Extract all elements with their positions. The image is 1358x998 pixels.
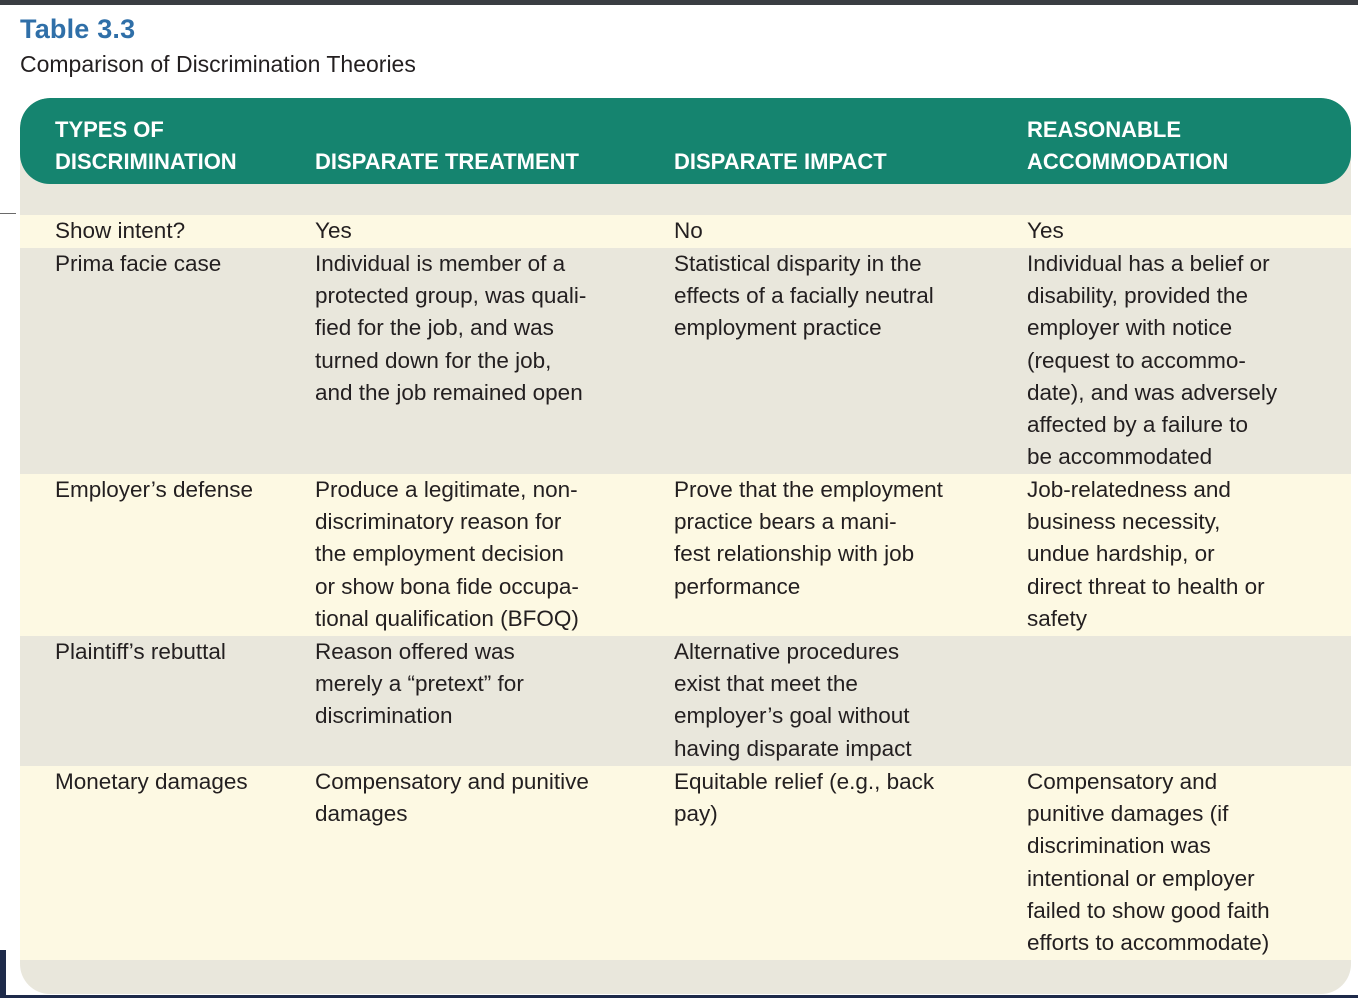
margin-mark	[0, 950, 6, 998]
row-label: Plaintiff’s rebuttal	[55, 639, 226, 664]
header-reasonable-accommodation: REASONABLE ACCOMMODATION	[1027, 117, 1229, 174]
header-disparate-treatment: DISPARATE TREATMENT	[315, 149, 579, 174]
cell-disparate-impact: Prove that the employment practice bears…	[674, 477, 943, 599]
cell-disparate-treatment: Yes	[315, 218, 352, 243]
top-rule	[0, 0, 1358, 5]
table-caption: Comparison of Discrimination Theories	[20, 51, 416, 77]
cell-disparate-impact: Alternative procedures exist that meet t…	[674, 639, 912, 761]
row-label: Employer’s defense	[55, 477, 254, 502]
cell-reasonable-accommodation: Job-relatedness and business necessity, …	[1027, 477, 1265, 631]
cell-disparate-treatment: Produce a legitimate, non- discriminator…	[315, 477, 579, 631]
cell-reasonable-accommodation: Compensatory and punitive damages (if di…	[1027, 769, 1270, 956]
margin-mark	[0, 213, 16, 214]
table-row: Show intent? Yes No Yes	[20, 215, 1351, 248]
cell-disparate-treatment: Reason offered was merely a “pretext” fo…	[315, 639, 524, 729]
header-types-of-discrimination: TYPES OF DISCRIMINATION	[55, 117, 237, 174]
cell-reasonable-accommodation: Individual has a belief or disability, p…	[1027, 251, 1278, 470]
cell-reasonable-accommodation: Yes	[1027, 218, 1064, 243]
row-label: Prima facie case	[55, 251, 222, 276]
table-label: Table 3.3	[20, 14, 136, 44]
comparison-table: TYPES OF DISCRIMINATION DISPARATE TREATM…	[20, 98, 1351, 994]
bottom-rule	[0, 995, 1358, 998]
table-row: Plaintiff’s rebuttal Reason offered was …	[20, 636, 1351, 766]
cell-disparate-treatment: Individual is member of a protected grou…	[315, 251, 587, 405]
table-header: TYPES OF DISCRIMINATION DISPARATE TREATM…	[20, 98, 1351, 184]
cell-disparate-impact: Statistical disparity in the effects of …	[674, 251, 934, 341]
header-disparate-impact: DISPARATE IMPACT	[674, 149, 887, 174]
table-row: Employer’s defense Produce a legitimate,…	[20, 474, 1351, 636]
table-row: Monetary damages Compensatory and puniti…	[20, 766, 1351, 960]
table-row: Prima facie case Individual is member of…	[20, 248, 1351, 474]
row-label: Monetary damages	[55, 769, 248, 794]
row-label: Show intent?	[55, 218, 186, 243]
cell-disparate-treatment: Compensatory and punitive damages	[315, 769, 589, 827]
cell-disparate-impact: No	[674, 218, 703, 243]
cell-disparate-impact: Equitable relief (e.g., back pay)	[674, 769, 935, 827]
